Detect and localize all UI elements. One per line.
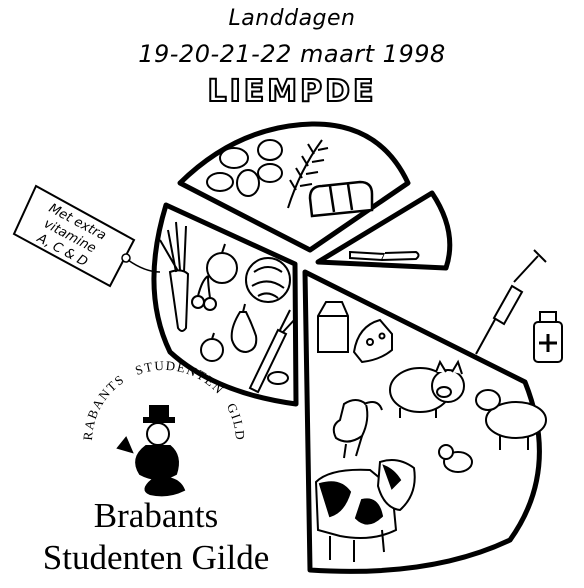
footer-line2: Studenten Gilde [42, 538, 270, 577]
vitamin-tag: Met extra vitamine A, C & D [12, 184, 161, 288]
header-dates: 19-20-21-22 maart 1998 [138, 40, 446, 68]
pie-segment-fats [315, 190, 453, 271]
wheat-icon [287, 139, 329, 209]
cow-icon [314, 459, 416, 562]
milk-carton-icon [317, 301, 349, 353]
pear-icon [230, 303, 258, 354]
bread-icon [308, 180, 374, 218]
rooster-icon [332, 399, 383, 459]
cherries-icon [191, 275, 217, 311]
chick-icon [438, 444, 473, 473]
knife-icon [349, 250, 420, 262]
cabbage-icon [245, 257, 291, 303]
header-location: LIEMPDE [206, 73, 377, 110]
potato-icon [267, 371, 289, 385]
potato-icon [206, 139, 283, 197]
mascot-icon [116, 405, 186, 497]
pie-segment-vegetables [151, 202, 299, 407]
carrot-icon [159, 221, 190, 332]
pig-icon [389, 359, 465, 418]
cheese-icon [352, 318, 393, 364]
sheep-icon [475, 389, 547, 450]
leek-icon [248, 309, 297, 394]
header-title: Landdagen [228, 6, 356, 31]
apple-icon [200, 332, 224, 362]
syringe-icon [475, 249, 547, 355]
apple-icon [206, 243, 238, 284]
footer-line1: Brabants [93, 496, 219, 535]
medicine-bottle-icon [533, 311, 563, 363]
